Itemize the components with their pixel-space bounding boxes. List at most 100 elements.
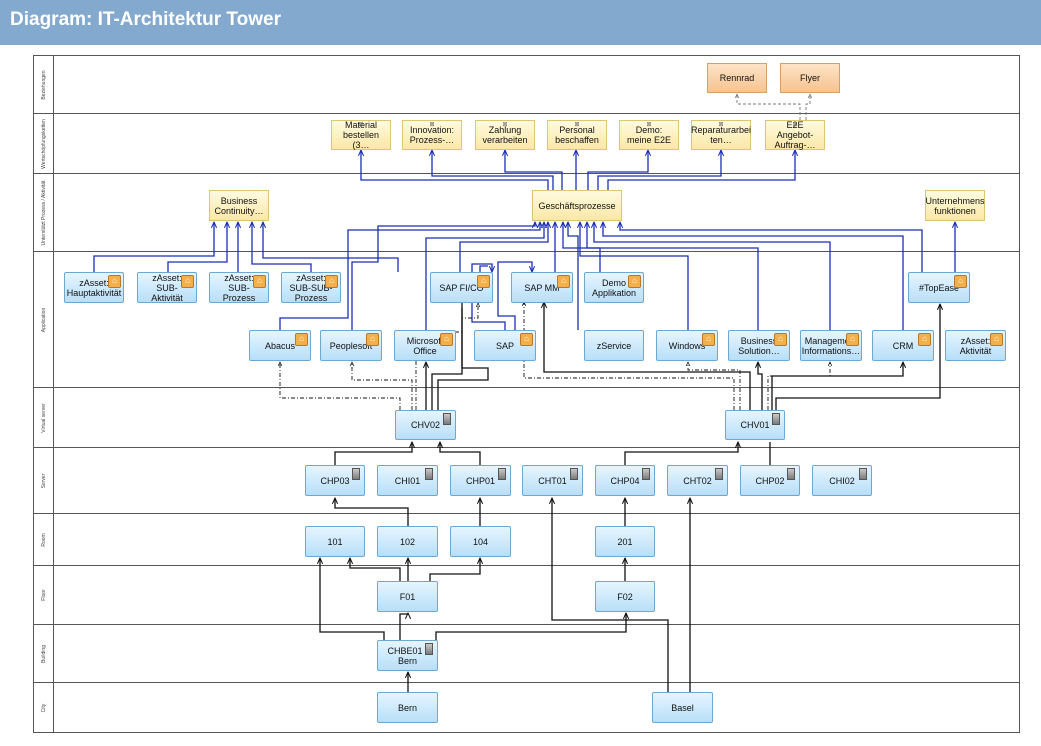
node-city-bern[interactable]: Bern [377,692,438,723]
node-abacus[interactable]: ⌂Abacus [249,330,311,361]
node-label: Bern [397,702,417,713]
server-icon [642,468,650,480]
node-label: Personal beschaffen [555,125,599,145]
node-zasset-hauptaktivitaet[interactable]: ⌂zAsset: Hauptaktivität [64,272,124,303]
node-label: Windows [668,340,706,351]
node-reparatur[interactable]: ⊠Reparaturarbei ten… [691,120,751,150]
process-icon: ⊠ [646,122,652,128]
diagram-canvas: Beziehungen Wertschöpfungsketten Unterst… [33,55,1020,733]
lane-virtual-server: Virtual server [34,388,1019,448]
node-floor-f02[interactable]: F02 [595,581,655,612]
node-label: 101 [327,536,343,547]
process-support-links [279,222,923,330]
node-label: Business Continuity… [214,195,264,216]
node-rennrad[interactable]: Rennrad [707,63,767,93]
lane-floor: Floor [34,566,1019,625]
node-label: 102 [399,536,416,547]
lane-header: Application [34,252,54,387]
lane-header: Unterstützt Prozess / Aktivität [34,174,54,251]
node-chi01[interactable]: CHI01 [377,465,438,496]
node-zasset-sub-aktivitaet[interactable]: ⌂zAsset: SUB-Aktivität [137,272,197,303]
node-sap-mm[interactable]: ⌂SAP MM [511,272,573,303]
node-management-informations[interactable]: ⌂Management Informations… [800,330,862,361]
node-room-102[interactable]: 102 [377,526,438,557]
node-cht01[interactable]: CHT01 [522,465,583,496]
node-label: CHBE01 / Bern [387,645,428,666]
node-label: CHV02 [410,420,440,430]
app-icon: ⌂ [366,333,379,346]
app-icon: ⌂ [181,275,194,288]
node-business-solution[interactable]: ⌂Business Solution… [728,330,790,361]
node-label: Business Solution… [738,335,780,356]
node-business-continuity[interactable]: Business Continuity… [209,190,269,221]
lane-header: Virtual server [34,388,54,447]
node-windows[interactable]: ⌂Windows [656,330,718,361]
node-innovation[interactable]: ⊠Innovation: Prozess-… [402,120,462,150]
node-chp02[interactable]: CHP02 [740,465,800,496]
node-chp03[interactable]: CHP03 [305,465,365,496]
node-label: Unternehmens funktionen [925,195,985,216]
node-label: CHT01 [538,475,567,486]
node-sap-fico[interactable]: ⌂SAP FI/CO [430,272,493,303]
node-label: CHP02 [755,475,785,486]
node-label: SAP MM [524,282,560,293]
node-unternehmensfunktionen[interactable]: Unternehmens funktionen [925,190,985,221]
lane-header: Room [34,514,54,565]
node-label: Zahlung verarbeiten [482,125,528,145]
node-demo-applikation[interactable]: ⌂Demo Applikation [584,272,644,303]
value-chain-links [361,150,795,190]
node-topease[interactable]: ⌂#TopEase [908,272,970,303]
node-city-basel[interactable]: Basel [652,692,713,723]
node-label: Management Informations… [801,335,861,356]
node-label: Demo: meine E2E [626,125,672,145]
node-chp01[interactable]: CHP01 [450,465,511,496]
server-icon [715,468,723,480]
node-geschaeftsprozesse[interactable]: Geschäftsprozesse [532,190,622,221]
node-label: CHV01 [740,420,770,430]
app-icon: ⌂ [774,333,787,346]
node-chi02[interactable]: CHI02 [812,465,872,496]
node-building-chbe01[interactable]: CHBE01 / Bern [377,640,438,671]
app-icon: ⌂ [295,333,308,346]
lane-beziehungen: Beziehungen [34,56,1019,114]
node-room-104[interactable]: 104 [450,526,511,557]
node-label: Flyer [800,73,820,83]
node-zasset-aktivitaet[interactable]: ⌂zAsset: Aktivität [945,330,1006,361]
server-icon [787,468,795,480]
node-material-bestellen[interactable]: ⊠Material bestellen (3… [331,120,391,150]
process-icon: ⊠ [502,122,508,128]
node-chv02[interactable]: CHV02 [395,410,456,440]
node-label: zAsset: SUB-SUB-Prozess [289,272,333,303]
app-icon: ⌂ [557,275,570,288]
node-zasset-sub-sub-prozess[interactable]: ⌂zAsset: SUB-SUB-Prozess [281,272,341,303]
app-icon: ⌂ [253,275,266,288]
node-label: zAsset: Aktivität [959,335,992,356]
node-demo-e2e[interactable]: ⊠Demo: meine E2E [619,120,679,150]
node-personal[interactable]: ⊠Personal beschaffen [547,120,607,150]
node-room-201[interactable]: 201 [595,526,655,557]
node-cht02[interactable]: CHT02 [667,465,728,496]
lane-header: Floor [34,566,54,624]
node-crm[interactable]: ⌂CRM [872,330,934,361]
node-peoplesoft[interactable]: ⌂Peoplesoft [320,330,382,361]
node-chp04[interactable]: CHP04 [595,465,655,496]
node-label: CHT02 [683,475,712,486]
node-zservice[interactable]: zService [584,330,644,361]
node-zasset-sub-prozess[interactable]: ⌂zAsset: SUB-Prozess [209,272,269,303]
node-chv01[interactable]: CHV01 [725,410,785,440]
node-zahlung[interactable]: ⊠Zahlung verarbeiten [475,120,535,150]
lane-header: Beziehungen [34,56,54,113]
node-label: zAsset: SUB-Prozess [222,272,256,303]
node-sap[interactable]: ⌂SAP [474,330,536,361]
node-label: Rennrad [719,73,755,83]
node-e2e-angebot[interactable]: ⊠E2E Angebot- Auftrag-… [765,120,825,150]
server-icon [570,468,578,480]
node-room-101[interactable]: 101 [305,526,365,557]
node-flyer[interactable]: Flyer [780,63,840,93]
node-floor-f01[interactable]: F01 [377,581,438,612]
app-icon: ⌂ [325,275,338,288]
node-label: zAsset: SUB-Aktivität [151,272,183,303]
server-icon [352,468,360,480]
node-microsoft-office[interactable]: ⌂Microsoft Office [394,330,456,361]
